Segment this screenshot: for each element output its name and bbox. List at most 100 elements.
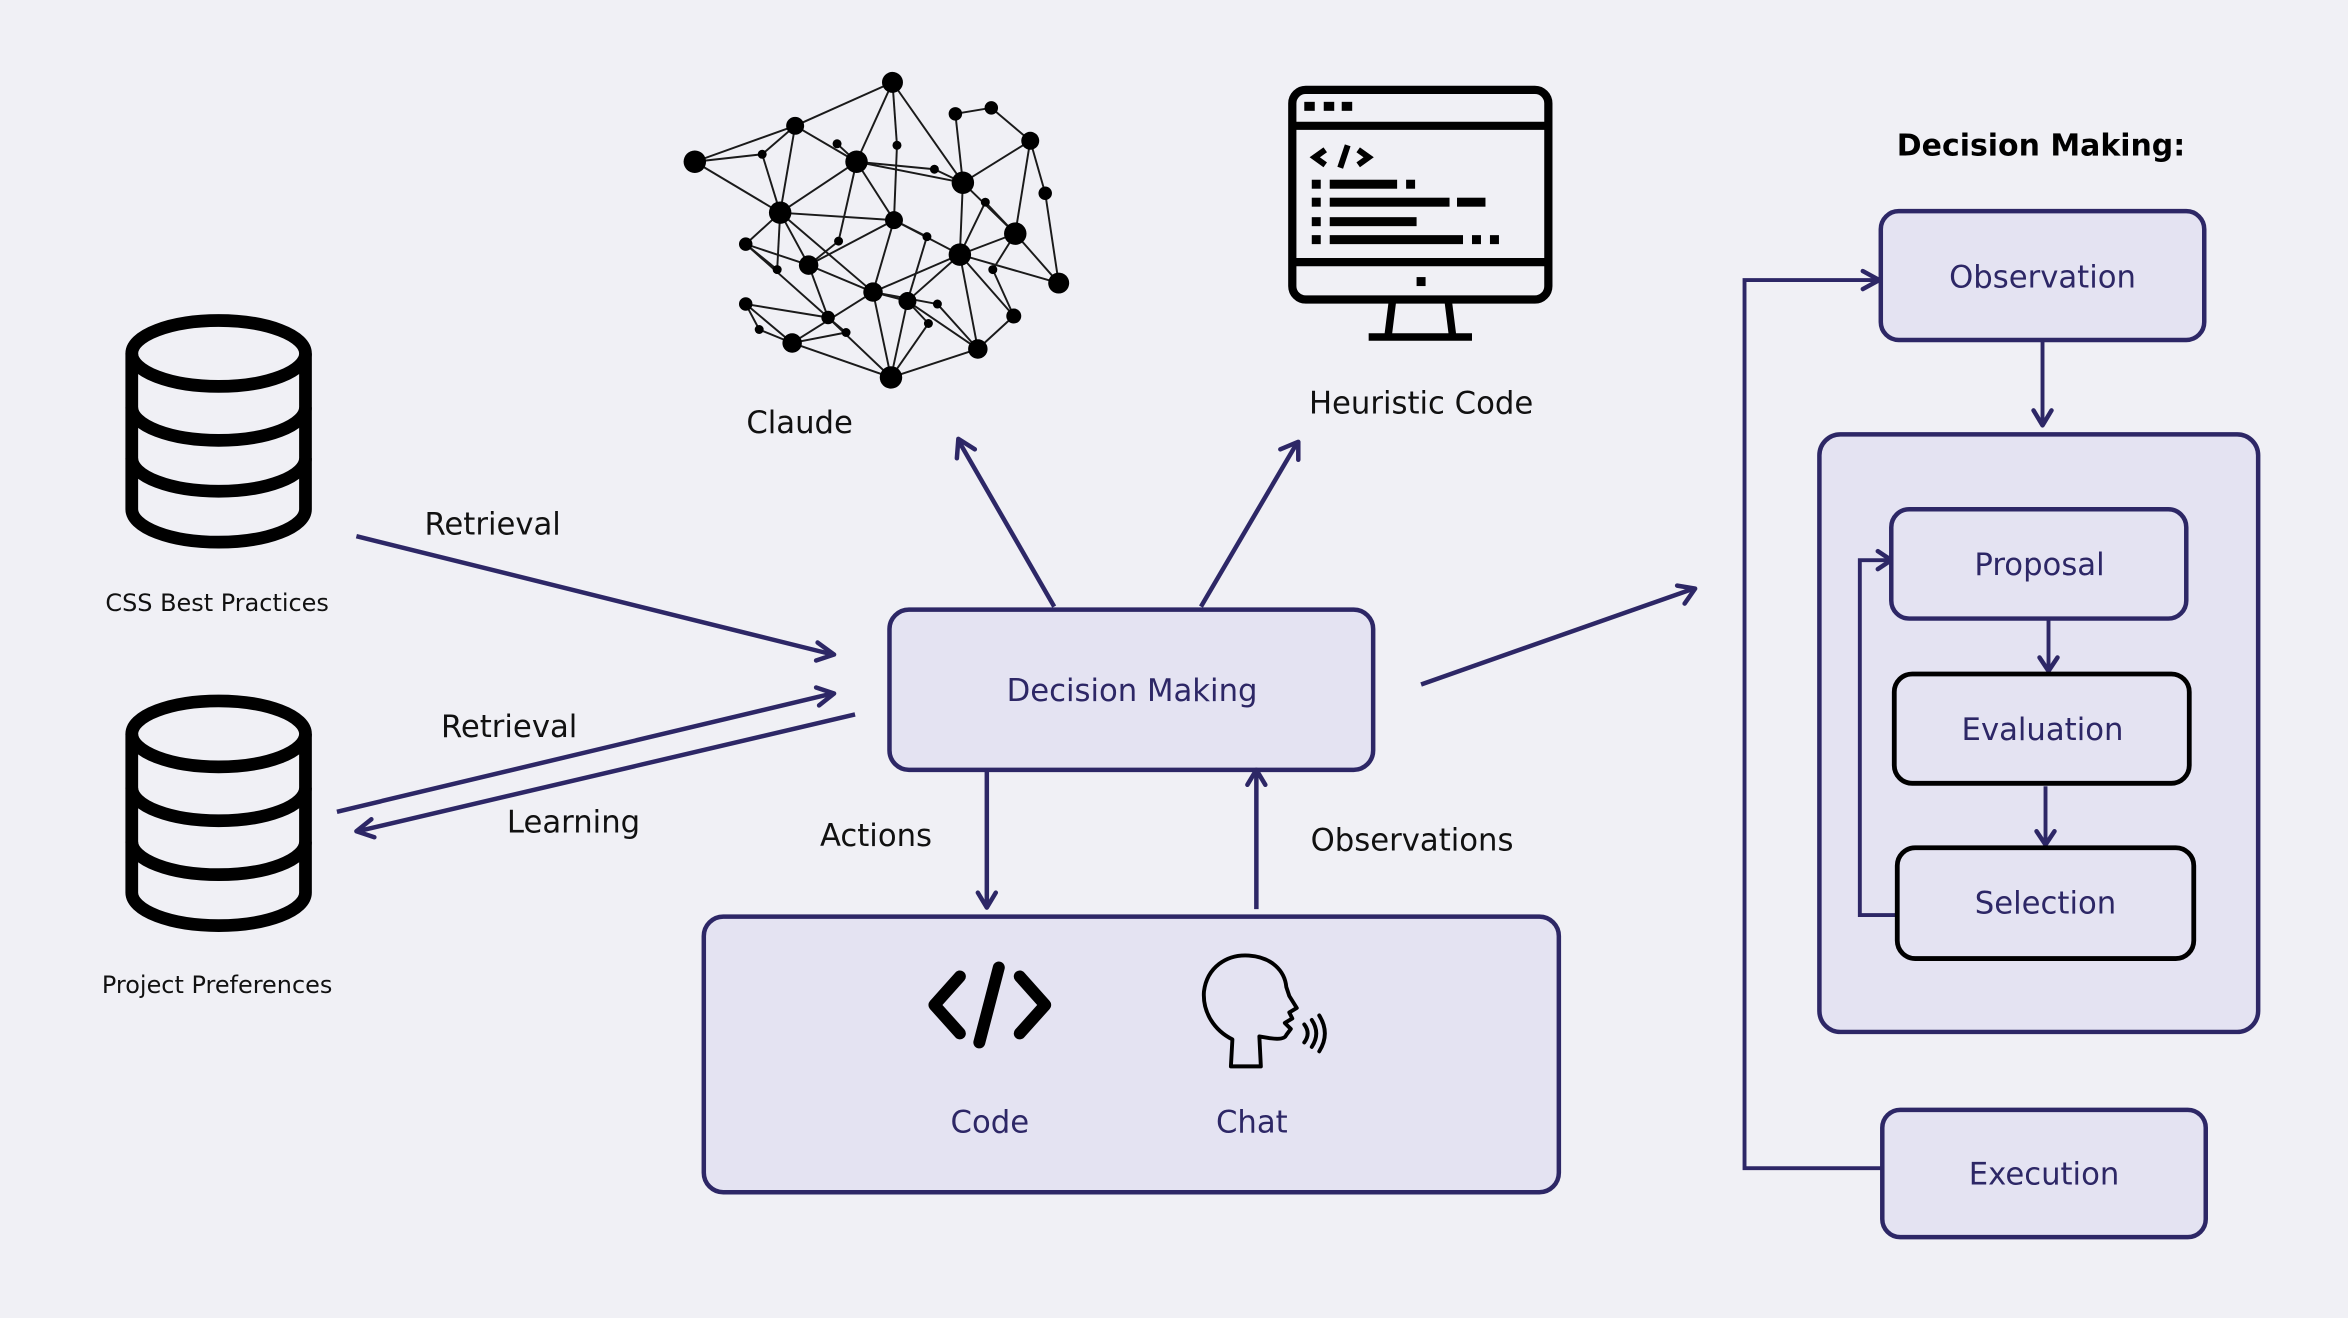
network-node bbox=[754, 325, 764, 334]
execution-node[interactable]: Execution bbox=[1880, 1107, 2208, 1240]
selection-label: Selection bbox=[1975, 887, 2116, 922]
code-label: Code bbox=[951, 1105, 1030, 1140]
network-node bbox=[845, 150, 868, 173]
network-edge bbox=[837, 161, 858, 242]
selection-node[interactable]: Selection bbox=[1894, 845, 2197, 961]
network-edge bbox=[794, 81, 893, 127]
network-node bbox=[923, 319, 933, 329]
network-node bbox=[932, 299, 942, 309]
network-edge bbox=[856, 160, 964, 184]
network-edge bbox=[958, 182, 964, 255]
network-node bbox=[980, 197, 990, 207]
observation-node[interactable]: Observation bbox=[1878, 208, 2207, 343]
network-node bbox=[863, 282, 883, 302]
database-icon bbox=[125, 314, 312, 549]
network-edge bbox=[779, 211, 874, 293]
network-edge bbox=[694, 160, 781, 214]
edge-label-retrieval: Retrieval bbox=[441, 710, 577, 745]
chat-tool[interactable]: Chat bbox=[1201, 953, 1327, 1140]
evaluation-node[interactable]: Evaluation bbox=[1891, 671, 2192, 786]
network-edge bbox=[959, 253, 1015, 317]
database-project-preferences: Project Preferences bbox=[102, 694, 332, 999]
database-label: CSS Best Practices bbox=[105, 589, 329, 617]
network-edge bbox=[794, 124, 858, 163]
network-edge bbox=[959, 253, 1059, 285]
network-node bbox=[738, 297, 753, 311]
edge-observations: Observations bbox=[1245, 767, 1514, 910]
network-node bbox=[798, 255, 819, 275]
network-node bbox=[821, 310, 835, 325]
network-edge bbox=[791, 342, 892, 379]
network-node bbox=[1004, 222, 1027, 245]
database-css-best-practices: CSS Best Practices bbox=[105, 314, 329, 617]
network-edge bbox=[1029, 140, 1047, 194]
network-edge bbox=[991, 269, 1015, 317]
edge-retrieval-preferences: Retrieval bbox=[336, 685, 837, 814]
network-edge bbox=[779, 125, 797, 213]
database-label: Project Preferences bbox=[102, 971, 332, 999]
chat-label: Chat bbox=[1216, 1105, 1288, 1140]
evaluation-label: Evaluation bbox=[1962, 713, 2124, 748]
code-tool[interactable]: Code bbox=[928, 961, 1052, 1141]
network-edge bbox=[808, 264, 874, 293]
deliberation-group: Proposal Evaluation Selection bbox=[1817, 432, 2261, 1035]
network-node bbox=[879, 366, 903, 389]
network-edge bbox=[906, 300, 979, 350]
network-node bbox=[968, 339, 988, 359]
network-edge bbox=[855, 161, 895, 221]
proposal-node[interactable]: Proposal bbox=[1889, 506, 2189, 621]
edge-retrieval-css: Retrieval bbox=[355, 508, 837, 663]
network-edge bbox=[891, 81, 964, 184]
edge-to-heuristic-code bbox=[1199, 439, 1301, 608]
network-edge bbox=[962, 139, 1031, 184]
network-edge bbox=[893, 145, 898, 221]
edge-observation-to-loop bbox=[2031, 341, 2054, 428]
network-node bbox=[951, 171, 975, 194]
network-edge bbox=[694, 153, 763, 163]
environment-box: Code Chat bbox=[701, 914, 1562, 1195]
edge-actions: Actions bbox=[820, 769, 999, 910]
network-node bbox=[757, 149, 767, 159]
network-node bbox=[768, 201, 792, 224]
network-node bbox=[898, 292, 917, 311]
neural-network-icon bbox=[683, 71, 1070, 389]
claude-label: Claude bbox=[746, 406, 853, 441]
speaking-head-icon bbox=[1201, 953, 1327, 1069]
network-edge bbox=[890, 300, 909, 378]
edge-evaluation-to-selection bbox=[2034, 786, 2057, 847]
edge-label-learning: Learning bbox=[507, 806, 640, 841]
network-node bbox=[1038, 186, 1052, 200]
network-edge bbox=[958, 254, 979, 350]
database-icon bbox=[125, 694, 312, 932]
observation-label: Observation bbox=[1949, 261, 2136, 296]
network-edge bbox=[779, 160, 858, 214]
network-edge bbox=[954, 113, 964, 183]
network-edge bbox=[745, 303, 793, 344]
network-node bbox=[948, 107, 963, 121]
network-node bbox=[841, 328, 851, 337]
network-edge bbox=[780, 211, 895, 222]
network-node bbox=[683, 150, 707, 173]
network-node bbox=[892, 140, 902, 150]
network-node bbox=[922, 232, 932, 242]
network-node bbox=[884, 211, 903, 230]
decision-detail-panel: Decision Making: Observation Proposal bbox=[1742, 129, 2261, 1240]
network-edge bbox=[872, 219, 895, 293]
edge-label-observations: Observations bbox=[1311, 824, 1514, 859]
edge-to-claude bbox=[954, 436, 1057, 608]
execution-label: Execution bbox=[1969, 1158, 2120, 1193]
edge-proposal-to-evaluation bbox=[2037, 620, 2060, 674]
network-edge bbox=[906, 236, 928, 302]
heuristic-code-label: Heuristic Code bbox=[1309, 386, 1533, 421]
decision-making-node[interactable]: Decision Making bbox=[887, 607, 1376, 773]
code-brackets-icon bbox=[928, 961, 1052, 1049]
network-node bbox=[1021, 131, 1040, 150]
network-edge bbox=[745, 303, 829, 319]
network-node bbox=[929, 164, 939, 174]
network-edge bbox=[1044, 193, 1060, 284]
network-node bbox=[738, 237, 753, 251]
network-edge bbox=[1014, 140, 1032, 234]
network-edge bbox=[872, 291, 892, 378]
network-node bbox=[786, 116, 805, 135]
proposal-label: Proposal bbox=[1974, 548, 2104, 583]
